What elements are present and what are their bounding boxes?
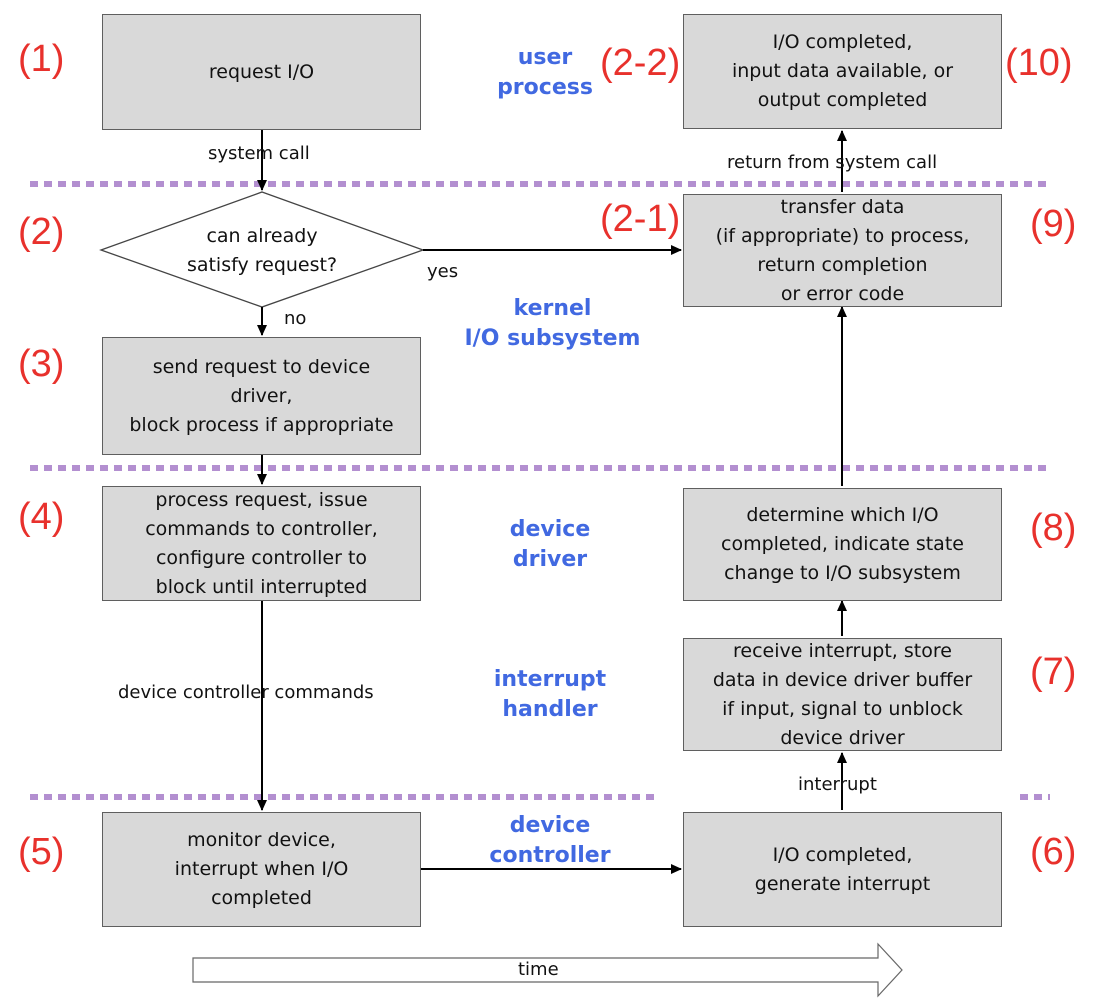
box-io-completed-user: I/O completed, input data available, or … xyxy=(683,14,1002,129)
step-5: (5) xyxy=(18,831,65,873)
label-yes: yes xyxy=(427,261,459,282)
box-request-io-text: request I/O xyxy=(208,60,315,83)
layer-user-process: user process xyxy=(497,45,593,100)
label-system-call: system call xyxy=(208,143,310,164)
label-return-from-system-call: return from system call xyxy=(727,152,938,173)
step-1: (1) xyxy=(18,38,65,80)
box-io-completed-interrupt-text: I/O completed, generate interrupt xyxy=(754,843,931,895)
box-io-completed-interrupt: I/O completed, generate interrupt xyxy=(683,812,1002,927)
box-process-request: process request, issue commands to contr… xyxy=(102,486,421,601)
box-receive-interrupt-text: receive interrupt, store data in device … xyxy=(712,639,973,749)
step-6: (6) xyxy=(1030,831,1077,873)
layer-device-driver: device driver xyxy=(509,517,591,572)
layer-kernel-io-subsystem: kernel I/O subsystem xyxy=(464,296,641,351)
label-time: time xyxy=(518,959,559,980)
box-send-request: send request to device driver, block pro… xyxy=(102,337,421,455)
step-3: (3) xyxy=(18,343,65,385)
step-2-1: (2-1) xyxy=(600,198,681,240)
step-2-2: (2-2) xyxy=(600,42,681,84)
box-determine-io: determine which I/O completed, indicate … xyxy=(683,488,1002,601)
box-monitor-device-text: monitor device, interrupt when I/O compl… xyxy=(174,829,349,909)
layer-device-controller: device controller xyxy=(489,813,611,868)
box-monitor-device: monitor device, interrupt when I/O compl… xyxy=(102,812,421,927)
step-4: (4) xyxy=(18,496,65,538)
box-receive-interrupt: receive interrupt, store data in device … xyxy=(683,638,1002,751)
label-device-controller-commands: device controller commands xyxy=(118,682,374,703)
box-send-request-text: send request to device driver, block pro… xyxy=(129,355,394,436)
step-7: (7) xyxy=(1030,651,1077,693)
box-transfer-data-text: transfer data (if appropriate) to proces… xyxy=(715,195,970,305)
step-9: (9) xyxy=(1030,203,1077,245)
step-2: (2) xyxy=(18,211,65,253)
box-io-completed-user-text: I/O completed, input data available, or … xyxy=(731,31,954,111)
label-no: no xyxy=(284,308,307,329)
label-interrupt: interrupt xyxy=(798,774,877,795)
step-8: (8) xyxy=(1030,507,1077,549)
layer-interrupt-handler: interrupt handler xyxy=(493,667,607,722)
box-transfer-data: transfer data (if appropriate) to proces… xyxy=(683,194,1002,307)
box-process-request-text: process request, issue commands to contr… xyxy=(145,488,378,598)
decision-text: can already satisfy request? xyxy=(186,225,338,276)
box-request-io: request I/O xyxy=(102,14,421,130)
box-determine-io-text: determine which I/O completed, indicate … xyxy=(721,504,964,584)
time-arrow xyxy=(192,942,903,998)
step-10: (10) xyxy=(1005,42,1073,84)
